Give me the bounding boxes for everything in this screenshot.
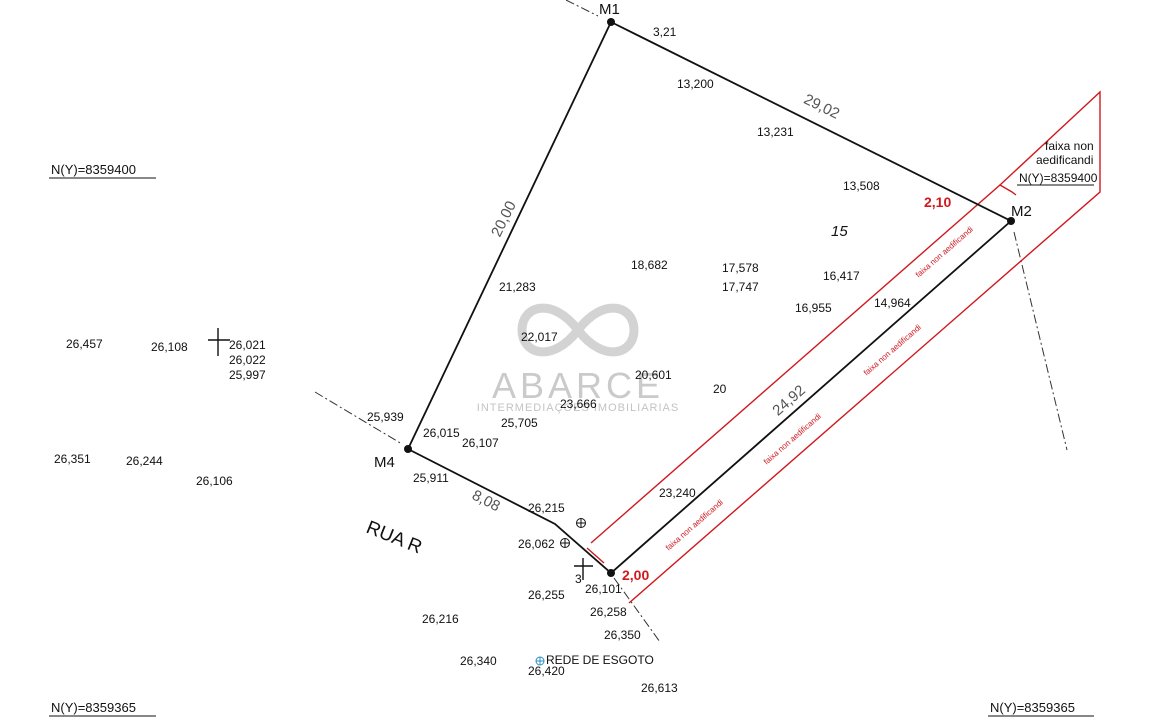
elevation-label: 26,015 — [423, 426, 460, 440]
elevation-label: 25,705 — [501, 416, 538, 430]
sewer-label: REDE DE ESGOTO — [546, 653, 654, 667]
elevation-label: 26,351 — [54, 452, 91, 466]
elevation-label: 20 — [713, 382, 727, 396]
faixa-box-line1: faixa non — [1045, 139, 1094, 153]
elevation-label: 20,601 — [635, 368, 672, 382]
setback-dimension-bottom: 2,00 — [622, 567, 649, 583]
elevation-label: 26,021 — [229, 338, 266, 352]
watermark-title: ABARCE — [492, 365, 664, 406]
abarce-watermark: ABARCE INTERMEDIAÇÕES IMOBILIARIAS — [477, 303, 679, 414]
elevation-label: 25,939 — [367, 410, 404, 424]
elevation-label: 25,911 — [413, 471, 449, 485]
elevation-label: 25,997 — [229, 368, 266, 382]
elevation-label: 18,682 — [631, 258, 668, 272]
coord-text-top-left: N(Y)=8359400 — [51, 162, 136, 177]
elevation-label: 26,062 — [518, 537, 555, 551]
extension-line-corner — [613, 577, 661, 643]
elevation-label: 16,955 — [795, 301, 832, 315]
elevation-label: 26,101 — [585, 582, 622, 596]
elevation-label: 14,964 — [874, 296, 911, 310]
setback-inner-outline — [590, 184, 1017, 544]
coord-label-top-left: N(Y)=8359400 — [49, 162, 156, 179]
elevation-label: 26,106 — [196, 474, 233, 488]
coord-label-bottom-right: N(Y)=8359365 — [988, 700, 1094, 717]
lot-boundary — [406, 21, 1013, 575]
elevation-label: 26,108 — [151, 340, 188, 354]
dimension-small-top: 3,21 — [653, 25, 677, 39]
vertex-dot-corner — [607, 569, 615, 577]
manhole-lower-icon — [560, 538, 570, 548]
elevation-label: 26,613 — [641, 681, 678, 695]
elevation-label: 17,578 — [722, 261, 759, 275]
sewer-manhole-icon — [535, 656, 545, 666]
elevation-label: 17,747 — [722, 280, 759, 294]
elevation-label: 26,216 — [422, 612, 459, 626]
dimension-m2-corner: 24,92 — [769, 382, 808, 419]
elevation-label: 26,022 — [229, 353, 266, 367]
coord-label-bottom-left: N(Y)=8359365 — [49, 700, 156, 717]
vertex-dot-m4 — [404, 445, 412, 453]
lot-number: 15 — [831, 223, 848, 240]
vertex-dots — [404, 18, 1015, 577]
elevation-label: 13,200 — [677, 77, 714, 91]
crosshair-marker-left-icon — [208, 328, 230, 356]
dimension-m1-m4: 20,00 — [488, 198, 520, 239]
crosshair-marker-corner-icon — [574, 558, 593, 580]
faixa-box-line2: aedificandi — [1036, 153, 1093, 167]
elevation-label: 26,107 — [462, 436, 499, 450]
extension-lines — [314, 0, 1068, 643]
elevation-label: 26,215 — [528, 501, 565, 515]
faixa-label-2: faixa non aedificandi — [862, 323, 923, 378]
vertex-label-m1: M1 — [599, 1, 620, 18]
dimension-m4-corner: 8,08 — [469, 487, 503, 515]
coord-text-bottom-right: N(Y)=8359365 — [990, 700, 1075, 715]
watermark-subtitle: INTERMEDIAÇÕES IMOBILIARIAS — [477, 401, 679, 414]
extension-line-m2 — [1013, 231, 1068, 451]
street-name: RUA R — [363, 517, 425, 558]
elevation-label: 22,017 — [521, 330, 558, 344]
marker-label: 3 — [575, 572, 582, 586]
coord-text-bottom-left: N(Y)=8359365 — [51, 700, 136, 715]
setback-dimension-top: 2,10 — [924, 194, 951, 210]
vertex-label-m4: M4 — [374, 454, 395, 471]
elevation-label: 23,240 — [659, 486, 696, 500]
faixa-label-4: faixa non aedificandi — [664, 498, 725, 553]
setback-strips — [586, 90, 1101, 604]
elevation-label: 26,457 — [66, 337, 103, 351]
elevation-label: 26,340 — [460, 654, 497, 668]
extension-line-m1 — [565, 0, 599, 17]
elevation-label: 26,420 — [528, 664, 565, 678]
vertex-dot-m1 — [607, 18, 615, 26]
faixa-box-coord: N(Y)=8359400 — [1019, 171, 1098, 185]
manhole-upper-icon — [576, 518, 586, 528]
elevation-label: 21,283 — [499, 280, 536, 294]
elevation-label: 26,255 — [528, 588, 565, 602]
faixa-label-3: faixa non aedificandi — [762, 412, 823, 467]
elevation-label: 26,258 — [590, 605, 627, 619]
elevation-label: 13,508 — [843, 179, 880, 193]
elevation-label: 26,244 — [126, 454, 163, 468]
vertex-label-m2: M2 — [1011, 203, 1032, 220]
elevation-label: 13,231 — [757, 125, 794, 139]
setback-top-tick — [586, 547, 605, 564]
vertex-dot-m2 — [1007, 217, 1015, 225]
watermark-logo-icon — [517, 303, 639, 357]
elevation-label: 23,666 — [560, 397, 597, 411]
elevation-label: 16,417 — [823, 269, 860, 283]
setback-box — [628, 90, 1101, 604]
elevation-label: 26,350 — [604, 628, 641, 642]
elevation-points: 13,200 13,231 13,508 18,682 17,578 17,74… — [54, 77, 911, 695]
dimension-m1-m2: 29,02 — [801, 91, 842, 123]
